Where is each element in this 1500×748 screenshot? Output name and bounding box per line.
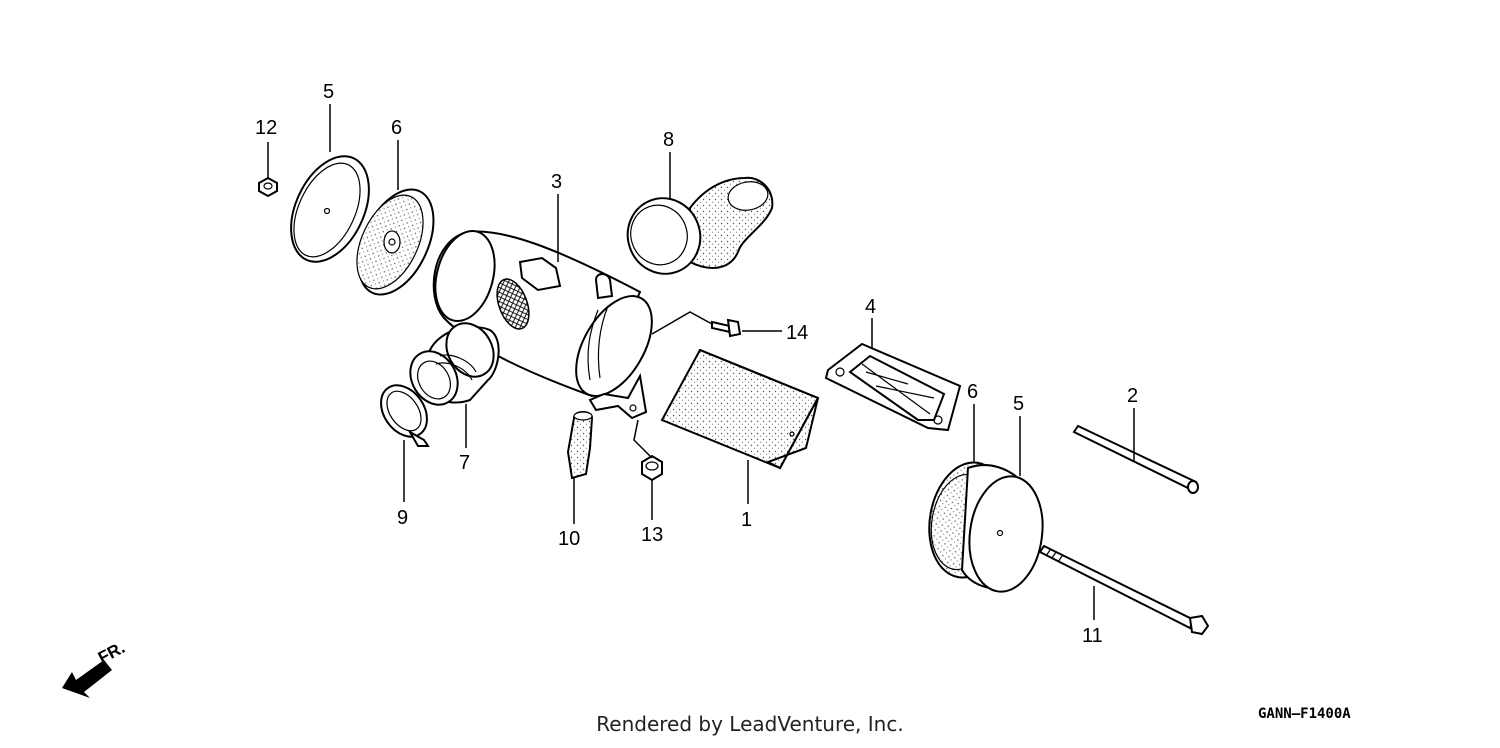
callout-8: 8 — [663, 129, 674, 151]
callout-1: 1 — [741, 509, 752, 531]
callout-7: 7 — [459, 452, 470, 474]
callout-9: 9 — [397, 507, 408, 529]
part-10-drain-tube[interactable] — [566, 411, 594, 480]
callout-13: 13 — [641, 524, 663, 546]
part-12-nut[interactable] — [258, 176, 278, 198]
part-5-cover-plate-upper[interactable] — [276, 144, 385, 274]
part-5-cover-plate-lower[interactable] — [960, 464, 1050, 596]
callout-6-upper: 6 — [391, 117, 402, 139]
part-9-hose-clamp[interactable] — [372, 377, 437, 447]
part-7-intake-tube[interactable] — [401, 315, 503, 413]
callout-3: 3 — [551, 171, 562, 193]
callout-numbers: 12 5 6 3 8 14 4 2 6 5 7 9 10 13 1 11 — [255, 81, 1138, 647]
front-direction-arrow: FR. — [62, 638, 128, 698]
callout-12: 12 — [255, 117, 277, 139]
part-4-filter-frame[interactable] — [824, 342, 962, 432]
callout-2: 2 — [1127, 385, 1138, 407]
callout-5-lower: 5 — [1013, 393, 1024, 415]
part-11-long-bolt[interactable] — [1038, 544, 1210, 636]
part-1-foam-prefilter[interactable] — [660, 348, 820, 470]
callout-11: 11 — [1082, 625, 1103, 647]
callout-4: 4 — [865, 296, 876, 318]
callout-6-lower: 6 — [967, 381, 978, 403]
leader-lines — [267, 104, 1135, 620]
part-8-elbow-duct[interactable] — [617, 176, 774, 284]
render-credit: Rendered by LeadVenture, Inc. — [596, 712, 904, 736]
part-6-filter-element-upper[interactable] — [343, 178, 448, 307]
part-3-air-cleaner-housing[interactable] — [426, 224, 667, 420]
part-13-nut[interactable] — [641, 454, 663, 482]
callout-14: 14 — [786, 322, 808, 344]
diagram-code: GANN–F1400A — [1258, 706, 1351, 722]
part-2-rod[interactable] — [1072, 424, 1199, 494]
callout-10: 10 — [558, 528, 580, 550]
callout-5-upper: 5 — [323, 81, 334, 103]
part-14-bolt[interactable] — [711, 318, 742, 338]
